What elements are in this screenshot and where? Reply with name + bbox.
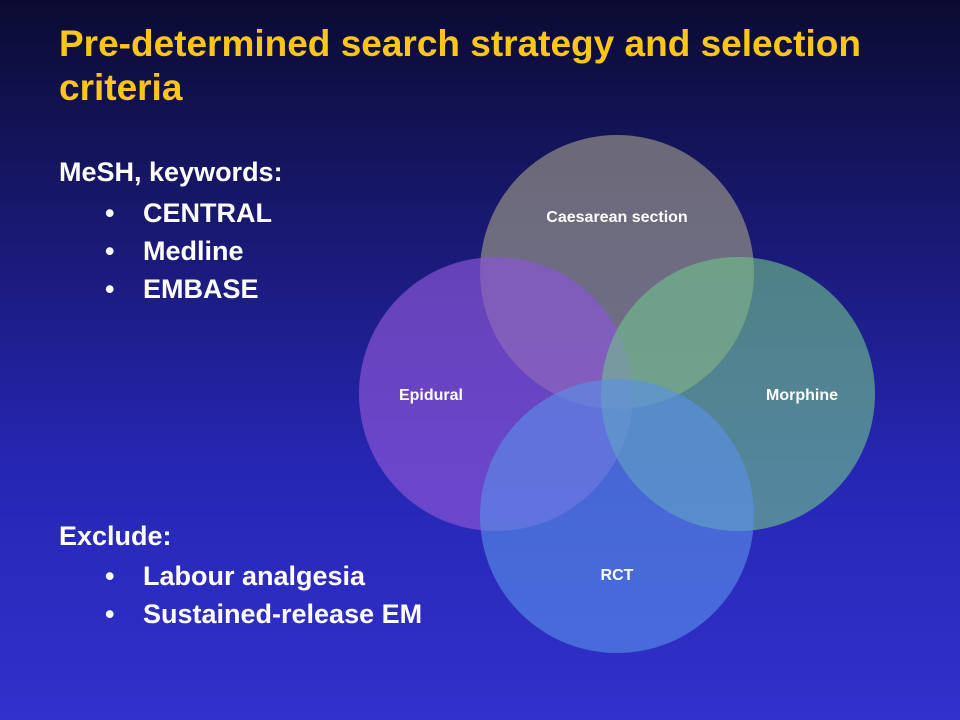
exclusion-item: Sustained-release EM [105,595,422,633]
venn-label-rct: RCT [601,567,634,584]
venn-circle-rct [480,379,754,653]
search-heading: MeSH, keywords: [59,157,283,187]
search-database-item: CENTRAL [105,194,272,232]
venn-label-morphine: Morphine [766,387,838,404]
slide-title: Pre-determined search strategy and selec… [59,23,861,108]
venn-label-epidural: Epidural [399,387,463,404]
exclusion-item: Labour analgesia [105,557,422,595]
search-database-item: Medline [105,232,272,270]
exclusion-list: Labour analgesia Sustained-release EM [105,557,422,633]
exclude-heading: Exclude: [59,521,172,551]
search-database-list: CENTRAL Medline EMBASE [105,194,272,308]
venn-label-caesarean-section: Caesarean section [546,209,687,226]
search-database-item: EMBASE [105,270,272,308]
